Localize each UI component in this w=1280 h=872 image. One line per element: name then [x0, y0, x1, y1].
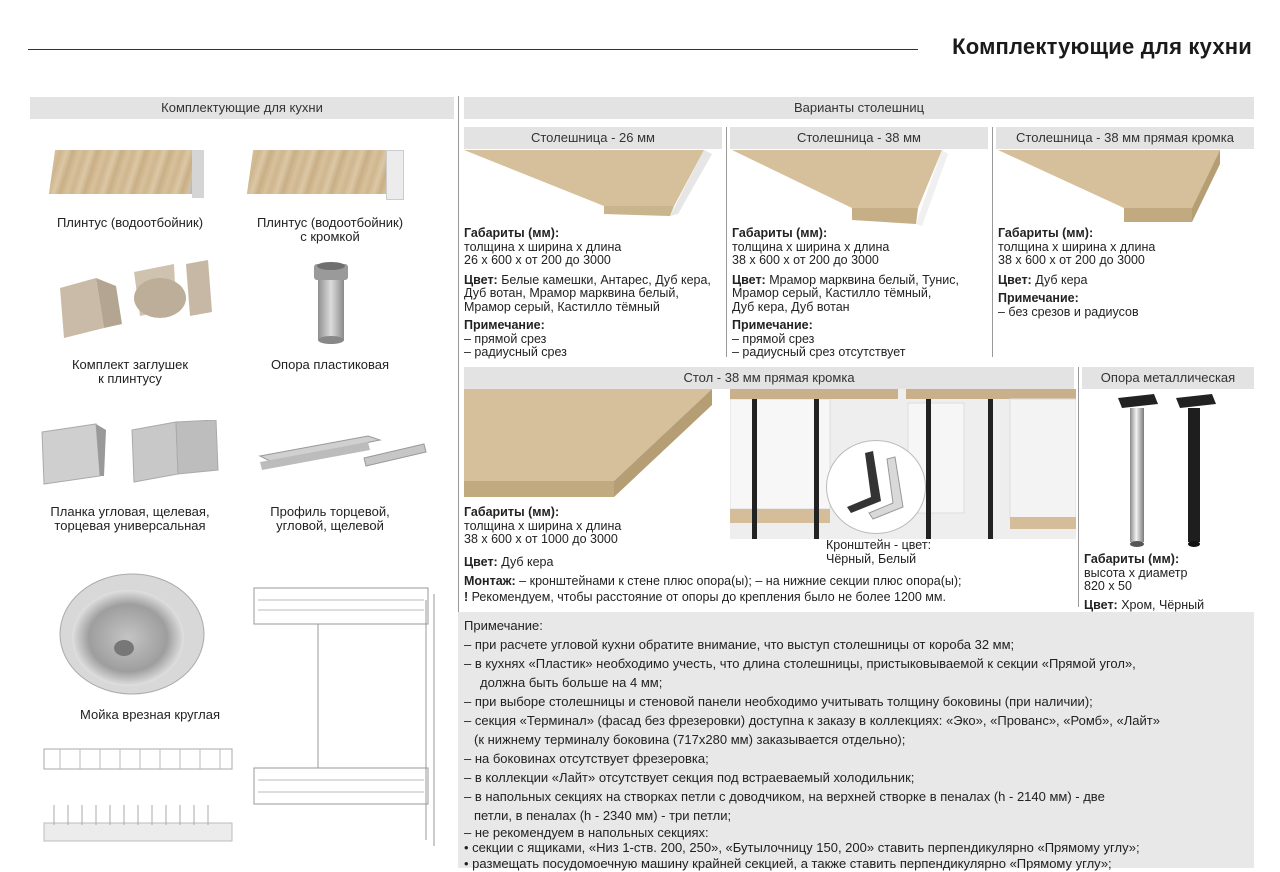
item-label: Опора пластиковая	[270, 357, 390, 372]
table-top-image	[464, 389, 712, 497]
top-26-title: Столешница - 26 мм	[464, 127, 722, 149]
top-38-straight-specs: Габариты (мм): толщина х ширина х длина …	[998, 226, 1156, 319]
divider	[992, 127, 993, 357]
countertop-26-image	[464, 150, 712, 216]
metal-leg-specs: Габариты (мм): высота х диаметр 820 х 50…	[1084, 552, 1205, 612]
top-38-specs: Габариты (мм): толщина х ширина х длина …	[732, 226, 959, 359]
top-38-title: Столешница - 38 мм	[730, 127, 988, 149]
top-38-straight-title: Столешница - 38 мм прямая кромка	[996, 127, 1254, 149]
item-label: Плинтус (водоотбойник)	[56, 215, 204, 230]
right-section-header: Варианты столешниц	[464, 97, 1254, 119]
top-rule	[28, 49, 918, 50]
bracket-label: Кронштейн - цвет: Чёрный, Белый	[826, 538, 966, 566]
item-label: Мойка врезная круглая	[80, 707, 220, 722]
dish-rack-image	[43, 748, 233, 842]
top-26-specs: Габариты (мм): толщина х ширина х длина …	[464, 226, 711, 359]
column-divider	[458, 96, 459, 868]
end-profile-image	[258, 435, 427, 470]
baseboard-edge-image	[246, 150, 406, 200]
plastic-leg-image	[314, 262, 348, 344]
page-title: Комплектующие для кухни	[952, 34, 1252, 59]
metal-leg-title: Опора металлическая	[1082, 367, 1254, 389]
round-sink-image	[59, 573, 205, 695]
left-section-header: Комплектующие для кухни	[30, 97, 454, 119]
pull-out-basket-image	[253, 587, 435, 846]
item-label: Профиль торцевой, угловой, щелевой	[270, 504, 390, 533]
bracket-icon	[847, 451, 904, 520]
bracket-callout	[826, 440, 926, 534]
end-caps-image	[60, 260, 212, 338]
item-label: Плинтус (водоотбойник) с кромкой	[256, 215, 404, 244]
item-label: Комплект заглушек к плинтусу	[71, 357, 189, 386]
table-section-title: Стол - 38 мм прямая кромка	[464, 367, 1074, 389]
table-specs: Габариты (мм): толщина х ширина х длина …	[464, 505, 622, 569]
metal-legs-image	[1118, 394, 1216, 547]
divider	[726, 127, 727, 357]
item-label: Планка угловая, щелевая, торцевая универ…	[50, 504, 210, 533]
baseboard-image	[48, 150, 208, 198]
countertop-38-image	[732, 150, 948, 226]
divider	[1078, 367, 1079, 607]
corner-strips-image	[41, 420, 219, 485]
table-mount-text: Монтаж: – кронштейнами к стене плюс опор…	[464, 574, 962, 604]
countertop-38-straight-image	[998, 150, 1220, 222]
notes-panel: Примечание: – при расчете угловой кухни …	[458, 612, 1254, 871]
